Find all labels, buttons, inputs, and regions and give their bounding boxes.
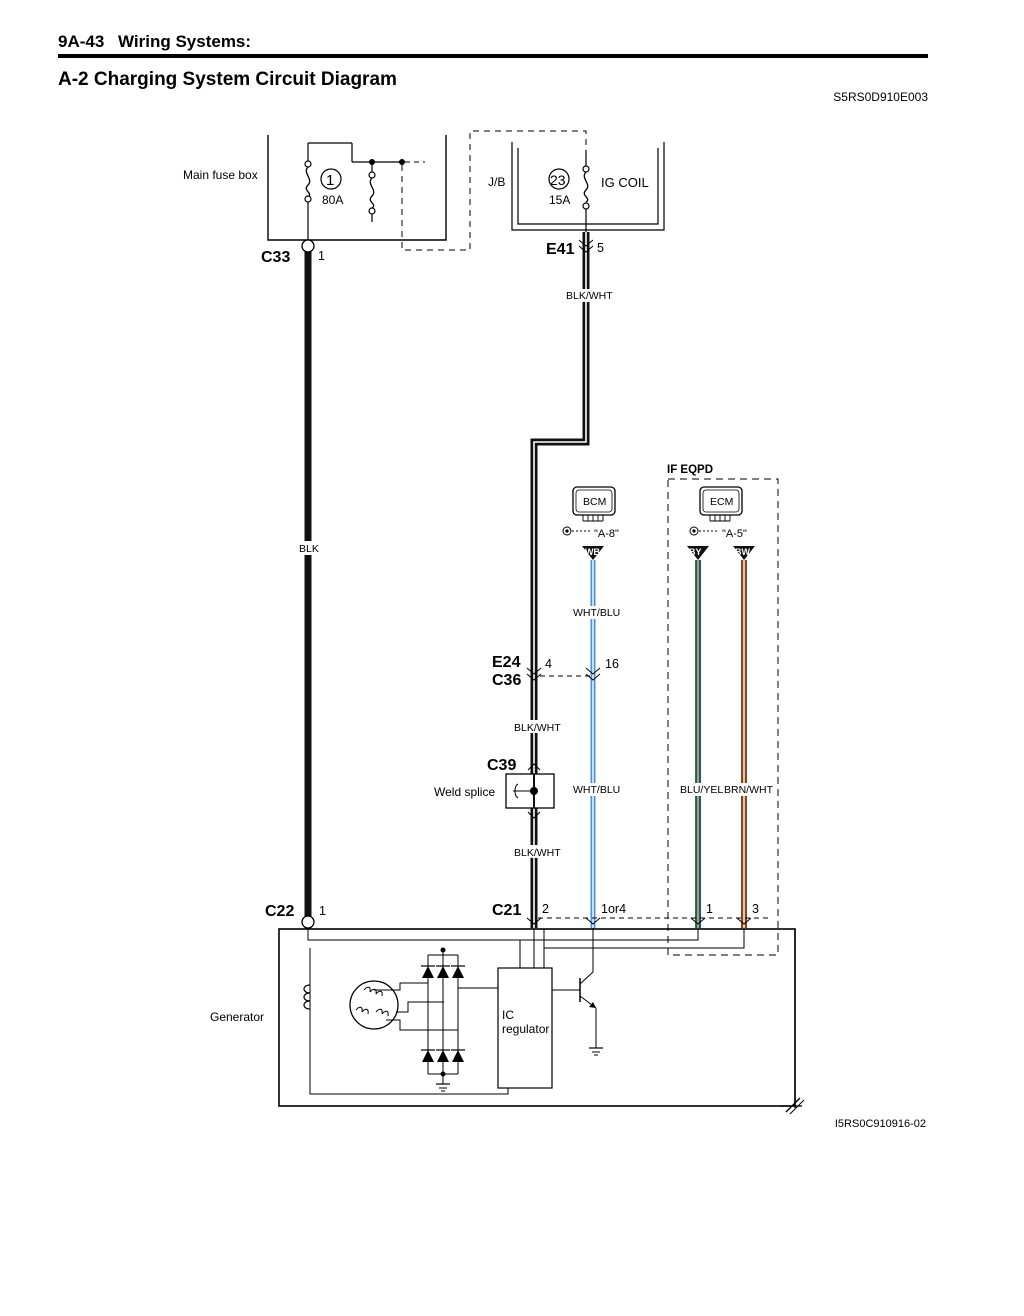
ecm-option-group: IF EQPD ECM "A-5" BY BW (667, 464, 779, 956)
wire-label-blk-wht-2: BLK/WHT (514, 722, 561, 734)
wire-label-wht-blu-2: WHT/BLU (573, 784, 620, 796)
connector-e41: E41 (546, 241, 575, 258)
connector-c22: C22 (265, 903, 294, 920)
wire-label-blk-wht-1: BLK/WHT (566, 290, 613, 302)
jb-label: J/B (488, 175, 505, 189)
pin-c21-3: 3 (752, 902, 759, 916)
wire-wht-blu: WHT/BLU 16 WHT/BLU 1or4 (571, 560, 626, 928)
wire-label-blk: BLK (299, 543, 319, 555)
regulator-label-2: regulator (502, 1022, 549, 1036)
jb-fuse-rating: 15A (549, 193, 570, 207)
stator-circle (349, 980, 399, 1030)
generator-label: Generator (210, 1010, 264, 1024)
wire-label-blu-yel: BLU/YEL (680, 784, 723, 796)
wire-blk-wht: E41 5 BLK/WHT E24 C36 4 BLK/WHT C39 Weld… (434, 232, 613, 928)
regulator-label-1: IC (502, 1008, 514, 1022)
pin-c36-16: 16 (605, 657, 619, 671)
bcm-label: BCM (583, 496, 606, 508)
connector-c33: C33 (261, 249, 290, 266)
weld-splice-label: Weld splice (434, 785, 495, 799)
figure-code: I5RS0C910916-02 (834, 1118, 926, 1130)
bcm-module: BCM "A-8" WB (562, 486, 619, 560)
ecm-reference: "A-5" (722, 528, 747, 540)
page-header: 9A-43 Wiring Systems: (58, 30, 928, 58)
junction-block: J/B 23 15A IG COIL (488, 142, 665, 232)
connector-e24: E24 (492, 654, 521, 671)
fuse-rating: 80A (322, 193, 343, 207)
ecm-tag-by: BY (689, 547, 702, 557)
connector-c21: C21 (492, 902, 521, 919)
fuse-number: 1 (326, 172, 334, 189)
pin-c33: 1 (318, 249, 325, 263)
option-label: IF EQPD (667, 464, 713, 476)
pin-c21-1or4: 1or4 (601, 902, 626, 916)
wire-label-wht-blu-1: WHT/BLU (573, 607, 620, 619)
pin-c21-2: 2 (542, 902, 549, 916)
pin-c22: 1 (319, 904, 326, 918)
ecm-label: ECM (710, 496, 733, 508)
main-fuse-box-label: Main fuse box (183, 168, 258, 182)
wire-brn-wht: BRN/WHT 3 (723, 560, 774, 928)
bcm-tag: WB (585, 547, 600, 557)
connector-c39: C39 (487, 757, 516, 774)
bcm-reference: "A-8" (594, 528, 619, 540)
connector-c36: C36 (492, 672, 521, 689)
pin-e41: 5 (597, 241, 604, 255)
jb-circuit-name: IG COIL (601, 175, 649, 190)
ecm-tag-bw: BW (735, 547, 750, 557)
pin-c21-1: 1 (706, 902, 713, 916)
document-code: S5RS0D910E003 (833, 90, 928, 104)
wire-blu-yel: BLU/YEL 1 (679, 560, 723, 928)
pin-e24-4: 4 (545, 657, 552, 671)
wire-label-brn-wht: BRN/WHT (724, 784, 774, 796)
wire-label-blk-wht-3: BLK/WHT (514, 847, 561, 859)
diagram-title: A-2 Charging System Circuit Diagram (58, 69, 397, 90)
fuse-number-circle (320, 168, 342, 190)
main-fuse-box: Main fuse box 1 80A (183, 130, 587, 251)
wire-blk: C33 1 BLK C22 1 (261, 239, 326, 929)
page-number: 9A-43 (58, 32, 105, 51)
jb-fuse-number-circle (548, 168, 570, 190)
ic-regulator (497, 967, 553, 1089)
section-name: Wiring Systems: (118, 32, 252, 51)
generator: Generator (210, 928, 805, 1115)
jb-fuse-number: 23 (550, 172, 566, 188)
